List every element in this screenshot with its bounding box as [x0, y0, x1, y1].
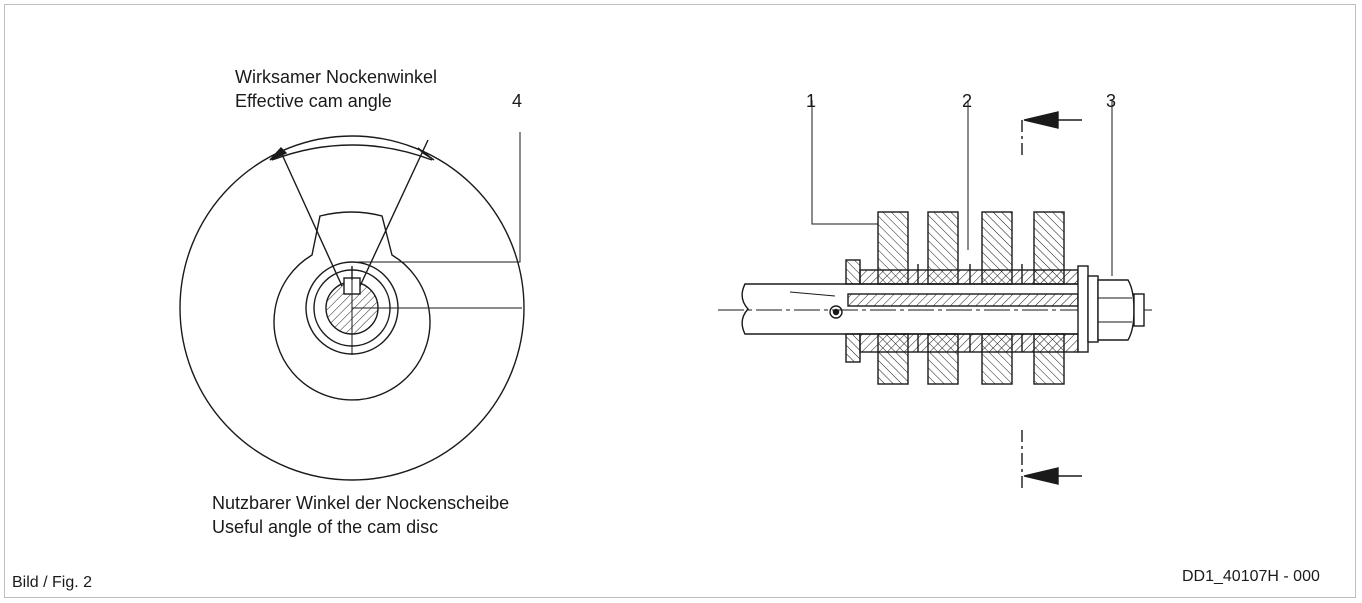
arrow-left: [269, 146, 288, 161]
cam-disc-3-top: [981, 211, 1013, 285]
washer-top: [845, 259, 861, 285]
pin: [829, 305, 843, 319]
label-useful-angle-en: Useful angle of the cam disc: [212, 517, 439, 537]
angle-dimension-arc: [271, 144, 433, 161]
washer-bottom: [845, 333, 861, 363]
cam-disc-2-top: [927, 211, 959, 285]
drawing-frame: [4, 4, 1356, 598]
section-arrow-bottom: [1023, 467, 1059, 485]
leader-1: [811, 100, 878, 225]
callout-2: 2: [962, 91, 973, 111]
cam-disc-view: [179, 132, 525, 481]
cam-disc-2-bottom: [927, 333, 959, 385]
figure-label: Bild / Fig. 2: [12, 574, 93, 591]
hex-nut: [1097, 279, 1135, 341]
cam-disc-4-bottom: [1033, 333, 1065, 385]
cam-disc-4-top: [1033, 211, 1065, 285]
thread-end: [1133, 293, 1145, 327]
shaft: [741, 283, 1089, 335]
drawing-code: DD1_40107H - 000: [1182, 568, 1320, 585]
callout-1: 1: [806, 91, 817, 111]
callout-3: 3: [1106, 91, 1117, 111]
cam-disc-3-bottom: [981, 333, 1013, 385]
leader-4: [358, 132, 521, 263]
angle-ray-left: [279, 149, 343, 287]
section-arrow-top: [1023, 111, 1059, 129]
label-useful-angle-de: Nutzbarer Winkel der Nockenscheibe: [212, 493, 510, 513]
nut-washer: [1087, 275, 1099, 343]
label-effective-cam-angle-de: Wirksamer Nockenwinkel: [235, 67, 438, 87]
pin-centre: [832, 308, 840, 316]
cam-disc-1-bottom: [877, 333, 909, 385]
label-effective-cam-angle-en: Effective cam angle: [235, 91, 392, 111]
spacer-ticks: [917, 264, 1023, 352]
shaft-flat: [789, 291, 836, 297]
callout-4: 4: [512, 91, 523, 111]
cam-stack-section-view: [718, 100, 1152, 488]
arrow-right: [417, 147, 435, 161]
sleeve-top: [847, 293, 1079, 307]
end-plate: [1077, 265, 1089, 353]
cam-disc-1-top: [877, 211, 909, 285]
cam-outer-circle: [179, 135, 525, 481]
cam-profile: [273, 211, 431, 401]
